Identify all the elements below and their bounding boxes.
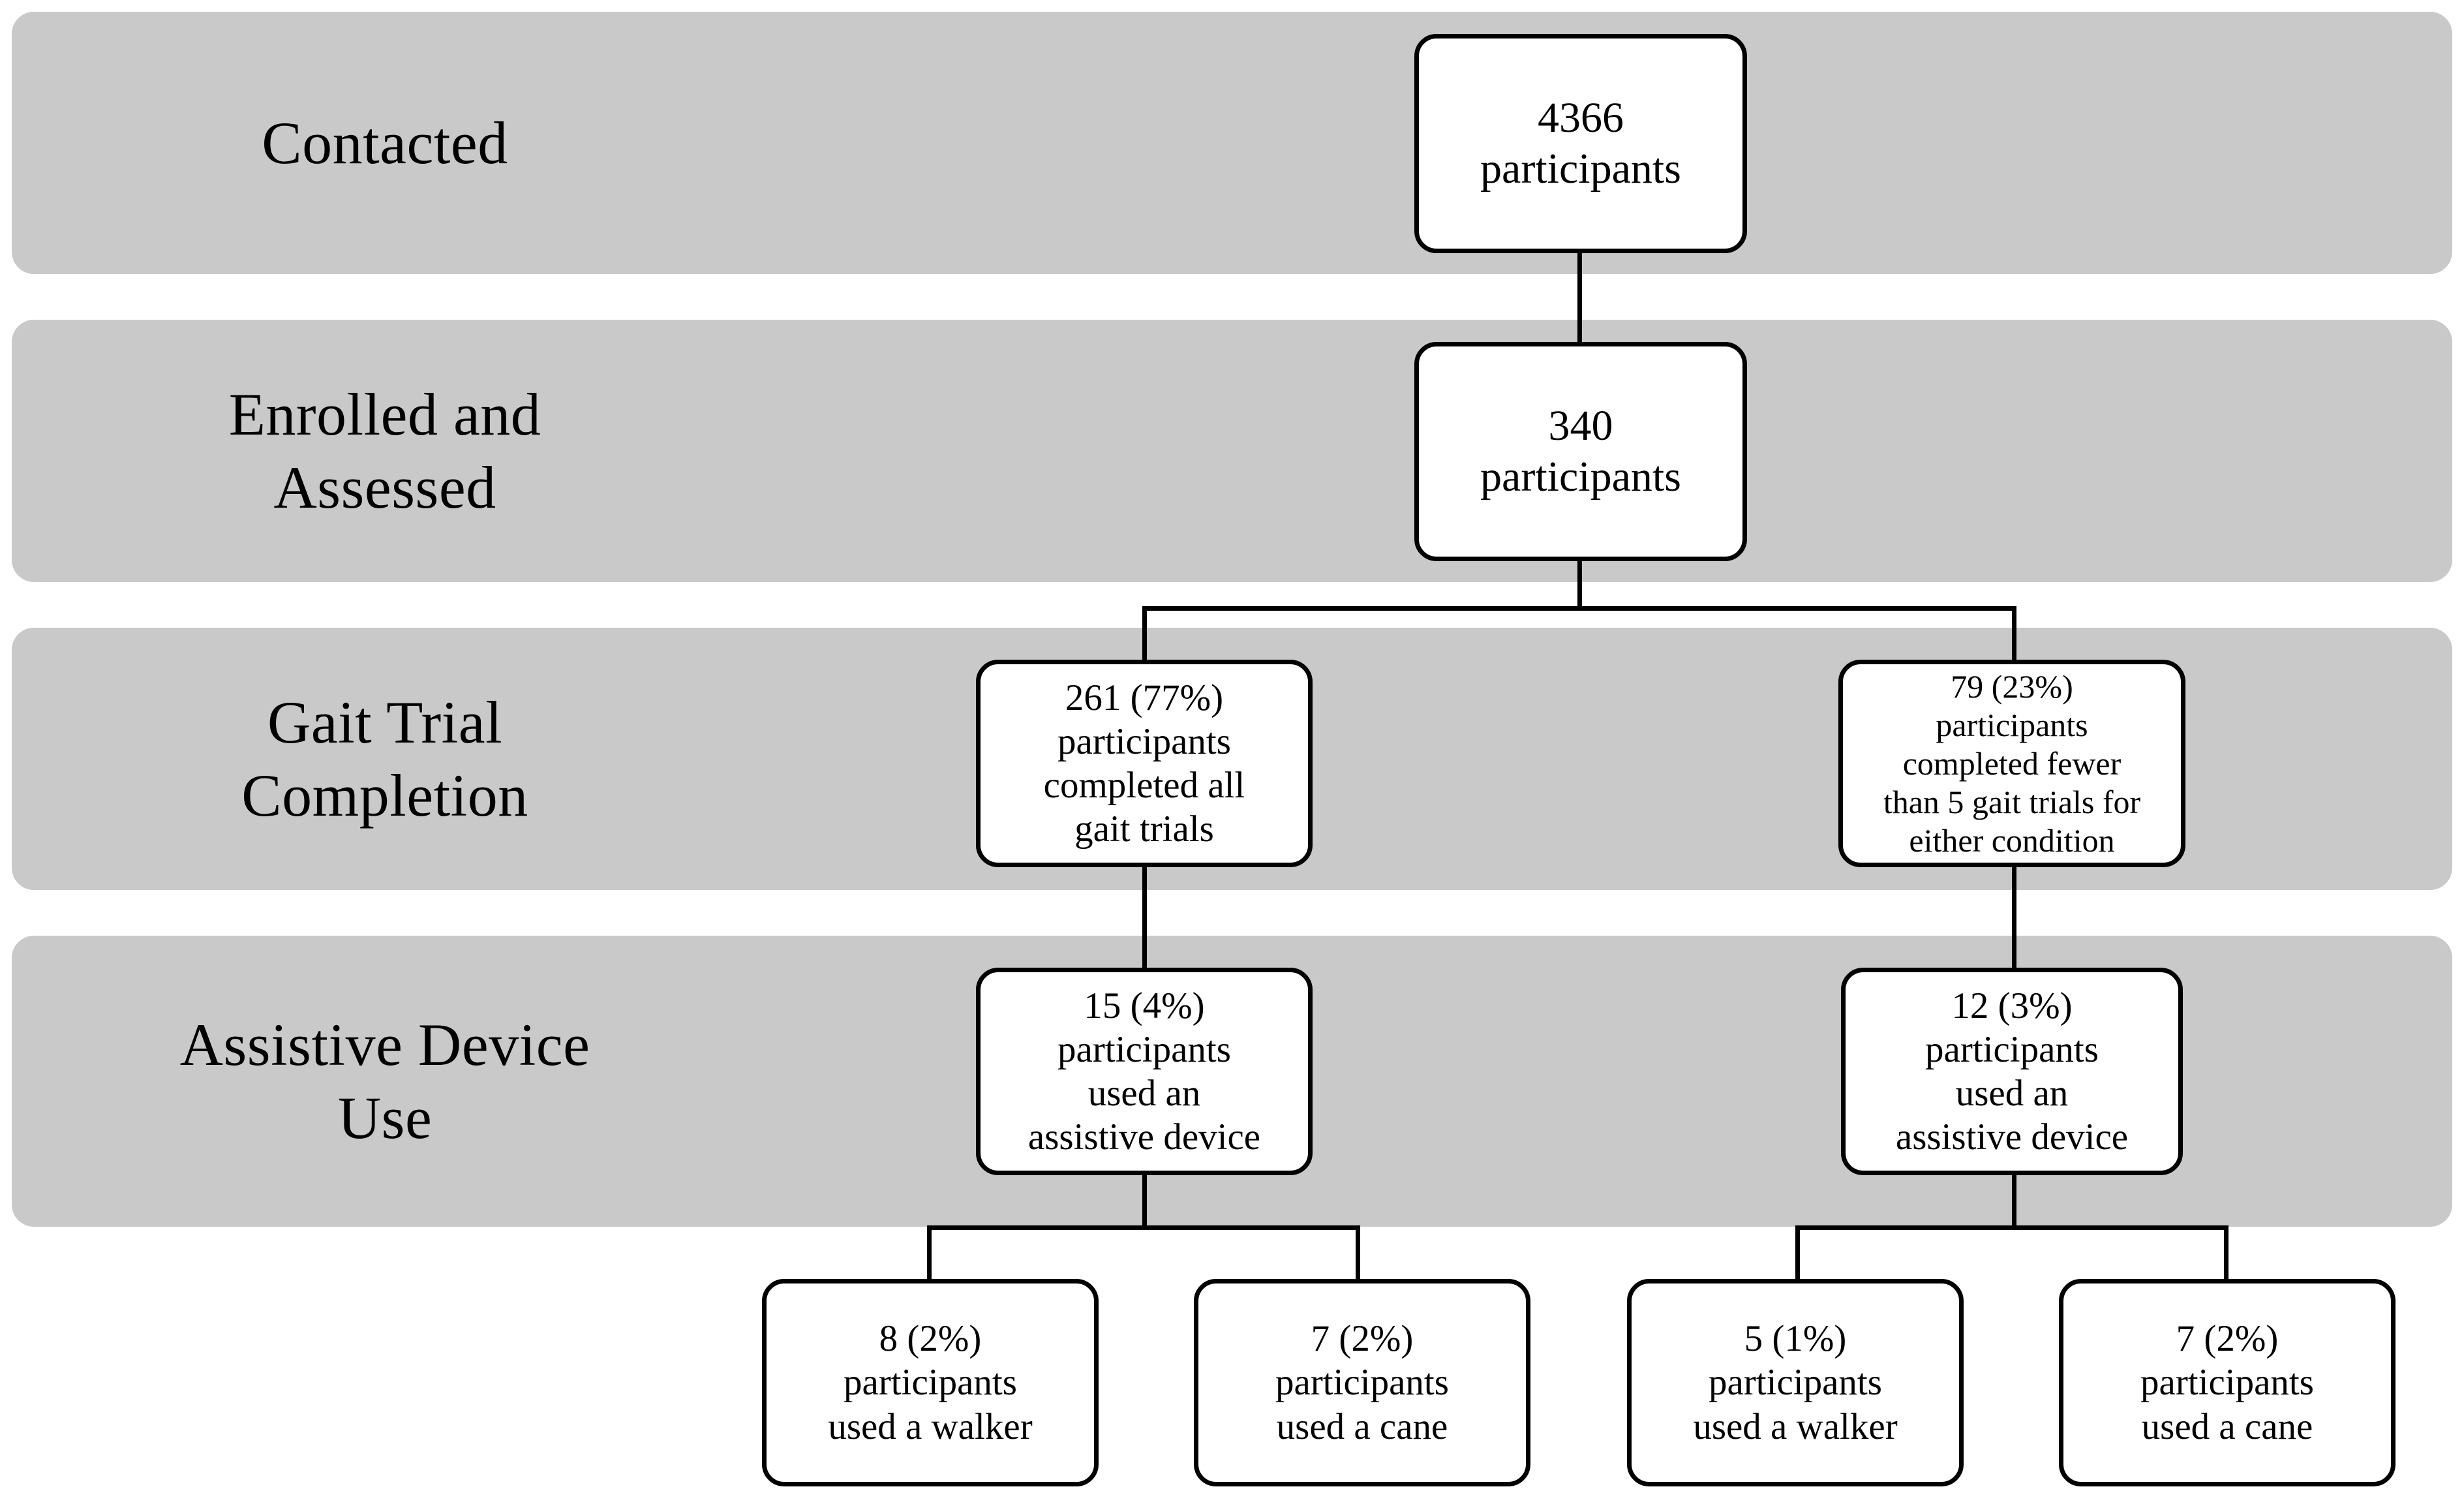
node-contacted-total[interactable]: 4366 participants: [1414, 34, 1747, 253]
stage-label-gait-completion: Gait Trial Completion: [241, 688, 528, 829]
stage-band-contacted: [12, 12, 2452, 274]
connector-contacted-to-enrolled: [1577, 253, 1582, 351]
connector-completed-to-assistive-left: [1142, 865, 1147, 970]
stage-label-enrolled: Enrolled and Assessed: [228, 380, 541, 521]
node-cane-left[interactable]: 7 (2%) participants used a cane: [1194, 1279, 1530, 1486]
node-assistive-left[interactable]: 15 (4%) participants used an assistive d…: [976, 968, 1313, 1175]
connector-assistive-right-drop: [2012, 1173, 2016, 1227]
connector-gait-right-drop: [2012, 606, 2016, 662]
node-completed-all-trials[interactable]: 261 (77%) participants completed all gai…: [976, 660, 1313, 867]
connector-gait-left-drop: [1142, 606, 1147, 662]
connector-walker-right-drop: [1795, 1225, 1800, 1282]
node-cane-right[interactable]: 7 (2%) participants used a cane: [2059, 1279, 2396, 1486]
connector-device-left-split-bar: [927, 1225, 1360, 1230]
connector-device-right-split-bar: [1795, 1225, 2228, 1230]
connector-cane-right-drop: [2224, 1225, 2228, 1282]
connector-gait-split-bar: [1142, 606, 2016, 611]
node-assistive-right[interactable]: 12 (3%) participants used an assistive d…: [1841, 968, 2183, 1175]
connector-fewer-to-assistive-right: [2012, 865, 2016, 970]
stage-label-contacted: Contacted: [262, 109, 508, 176]
node-walker-left[interactable]: 8 (2%) participants used a walker: [762, 1279, 1099, 1486]
node-walker-right[interactable]: 5 (1%) participants used a walker: [1627, 1279, 1964, 1486]
node-enrolled-total[interactable]: 340 participants: [1414, 342, 1747, 561]
stage-band-enrolled: [12, 320, 2452, 582]
connector-walker-left-drop: [927, 1225, 932, 1282]
connector-cane-left-drop: [1356, 1225, 1360, 1282]
connector-assistive-left-drop: [1142, 1173, 1147, 1227]
stage-label-assistive-use: Assistive Device Use: [179, 1011, 590, 1151]
connector-enrolled-drop: [1577, 559, 1582, 608]
node-completed-fewer-trials[interactable]: 79 (23%) participants completed fewer th…: [1838, 660, 2185, 867]
